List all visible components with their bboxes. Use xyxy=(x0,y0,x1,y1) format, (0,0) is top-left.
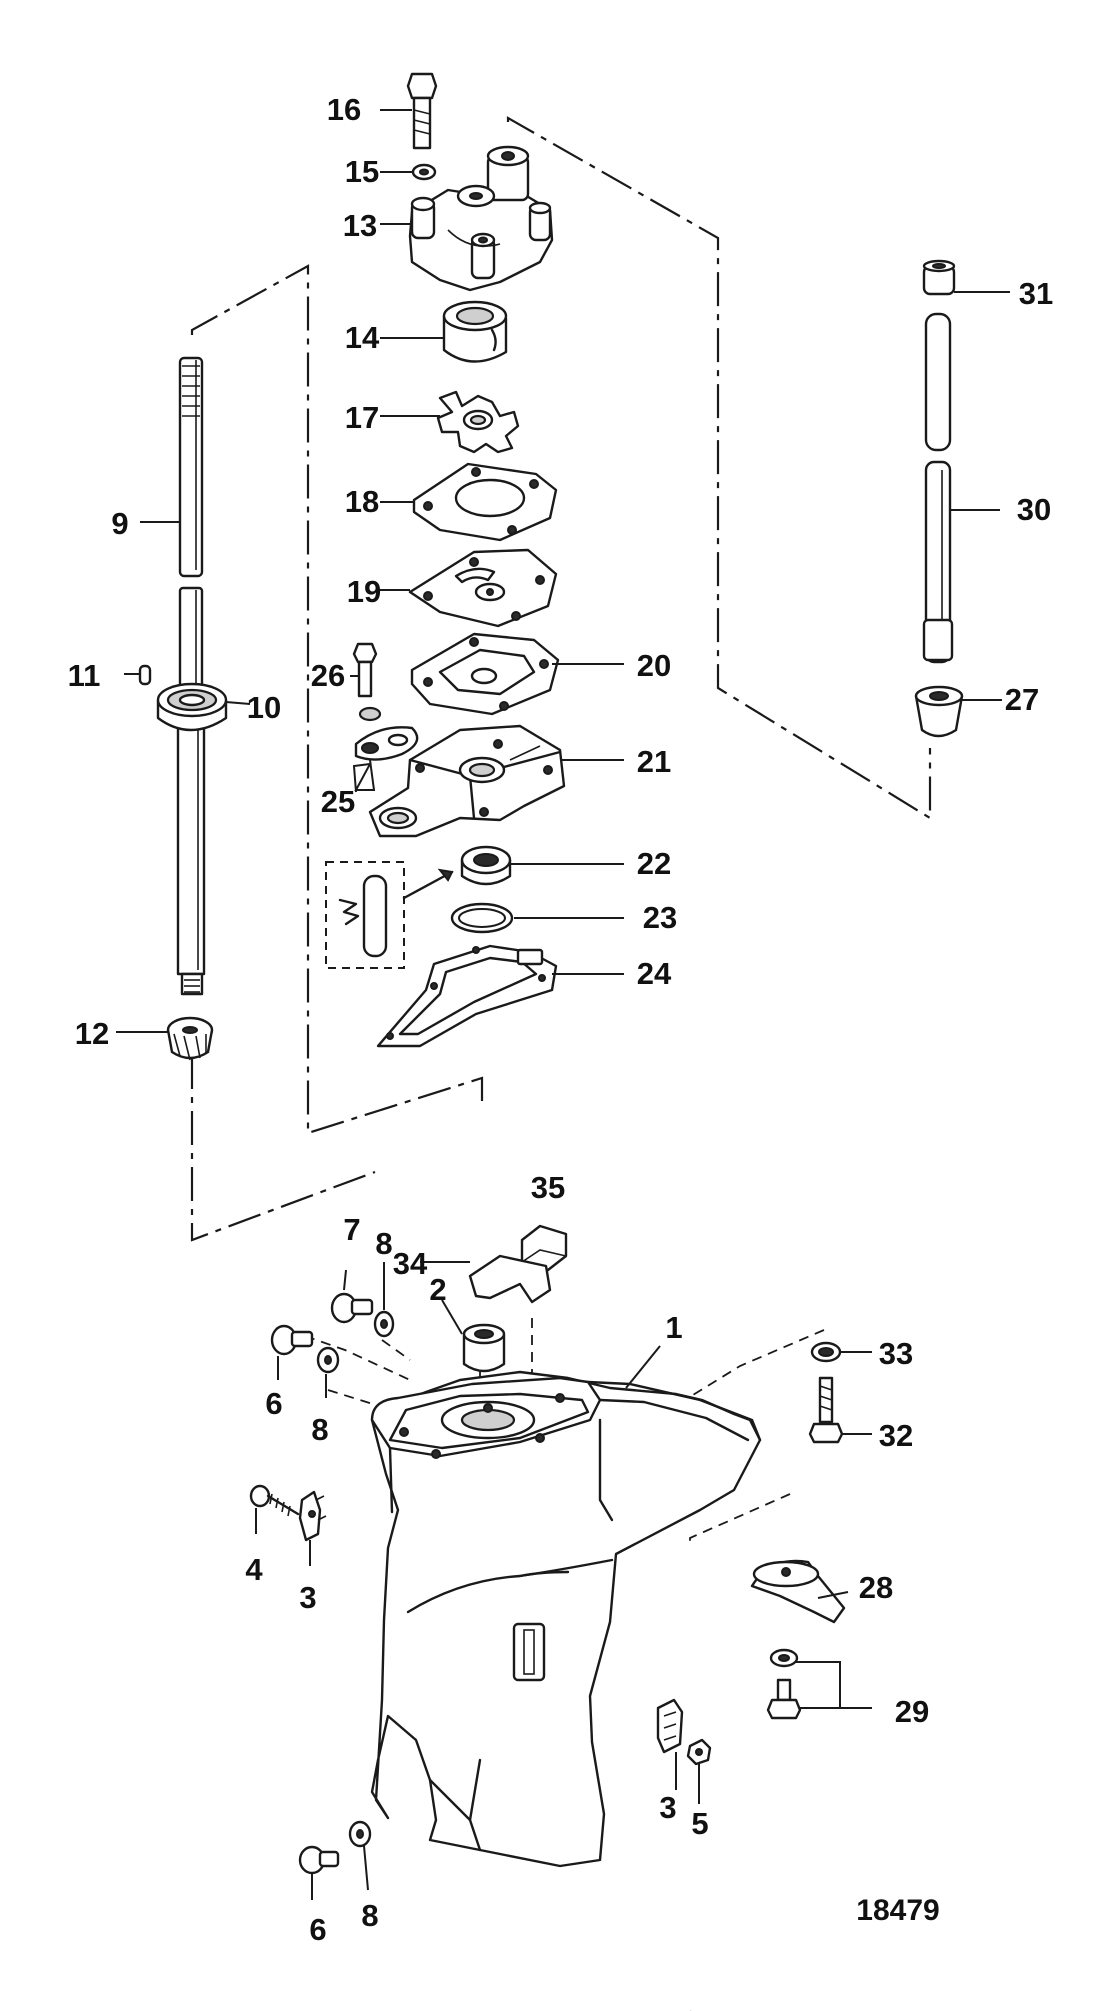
part-8-washer-c xyxy=(348,1820,372,1848)
detail-inset xyxy=(325,861,454,969)
part-11-pin xyxy=(138,664,152,686)
callout-8-b: 8 xyxy=(311,1412,328,1447)
part-9-drive-shaft-lower xyxy=(176,586,206,996)
part-2-bushing xyxy=(462,1323,506,1373)
callout-26: 26 xyxy=(311,658,345,693)
part-31-grommet xyxy=(922,259,956,296)
part-30-water-tube xyxy=(922,312,954,664)
callout-5: 5 xyxy=(691,1806,708,1841)
callout-9: 9 xyxy=(111,506,128,541)
callout-10: 10 xyxy=(247,690,281,725)
callout-33: 33 xyxy=(879,1336,913,1371)
part-5-nut xyxy=(686,1738,712,1766)
callout-15: 15 xyxy=(345,154,379,189)
part-3-clip-a xyxy=(298,1490,327,1542)
callout-34: 34 xyxy=(393,1246,428,1281)
callout-21: 21 xyxy=(637,744,671,779)
callout-labels: 16 15 13 14 17 18 19 20 21 22 23 24 25 2… xyxy=(68,92,1054,1947)
callout-2: 2 xyxy=(429,1272,446,1307)
callout-1: 1 xyxy=(665,1310,682,1345)
part-17-impeller xyxy=(436,390,520,454)
part-34-bracket xyxy=(468,1254,552,1304)
callout-32: 32 xyxy=(879,1418,913,1453)
callout-22: 22 xyxy=(637,846,671,881)
callout-31: 31 xyxy=(1019,276,1053,311)
part-7-screw xyxy=(330,1292,374,1324)
part-6-screw-b xyxy=(298,1845,340,1875)
callout-6-b: 6 xyxy=(309,1912,326,1947)
callout-13: 13 xyxy=(343,208,377,243)
part-8-washer-b xyxy=(316,1346,340,1374)
callout-7: 7 xyxy=(343,1212,360,1247)
part-25-washer xyxy=(354,706,419,761)
callout-6-a: 6 xyxy=(265,1386,282,1421)
part-29-washer-bolt xyxy=(766,1648,802,1720)
callout-11: 11 xyxy=(68,658,101,693)
callout-8-c: 8 xyxy=(361,1898,378,1933)
callout-28: 28 xyxy=(859,1570,893,1605)
part-33-washer xyxy=(810,1341,842,1363)
part-13-pump-housing xyxy=(408,145,554,292)
part-22-seal xyxy=(460,845,512,886)
callout-17: 17 xyxy=(345,400,379,435)
part-19-wear-plate xyxy=(408,548,558,628)
part-9-drive-shaft-upper xyxy=(178,356,204,578)
figure-number: 18479 xyxy=(856,1894,939,1927)
part-10-bearing xyxy=(156,682,228,732)
part-23-o-ring xyxy=(450,902,514,934)
part-4-screw xyxy=(249,1484,300,1517)
part-28-trim-tab xyxy=(750,1559,846,1624)
callout-16: 16 xyxy=(327,92,361,127)
part-21-pump-base xyxy=(368,724,566,838)
leader-lines xyxy=(116,109,1010,1900)
callout-4: 4 xyxy=(245,1552,263,1587)
callout-30: 30 xyxy=(1017,492,1051,527)
callout-23: 23 xyxy=(643,900,677,935)
part-8-washer-a xyxy=(373,1310,395,1338)
part-32-bolt xyxy=(808,1376,844,1444)
callout-3-b: 3 xyxy=(659,1790,676,1825)
part-15-washer xyxy=(411,163,437,181)
part-6-screw-a xyxy=(270,1324,314,1356)
part-1-gearcase-housing xyxy=(370,1370,762,1868)
part-27-grommet xyxy=(914,685,964,738)
callout-25: 25 xyxy=(321,784,355,819)
part-14-pump-insert xyxy=(442,300,508,363)
callout-29: 29 xyxy=(895,1694,929,1729)
callout-14: 14 xyxy=(345,320,380,355)
callout-24: 24 xyxy=(637,956,672,991)
callout-18: 18 xyxy=(345,484,379,519)
callout-20: 20 xyxy=(637,648,671,683)
part-3-clip-b xyxy=(656,1698,684,1754)
callout-19: 19 xyxy=(347,574,381,609)
part-26-bolt xyxy=(352,642,378,698)
part-20-gasket xyxy=(410,632,560,716)
callout-8-a: 8 xyxy=(375,1226,392,1261)
part-18-gasket xyxy=(412,462,558,542)
part-24-gasket xyxy=(376,944,558,1048)
part-12-pinion-gear xyxy=(166,1016,214,1061)
callout-12: 12 xyxy=(75,1016,109,1051)
callout-3-a: 3 xyxy=(299,1580,316,1615)
callout-35: 35 xyxy=(531,1170,565,1205)
callout-27: 27 xyxy=(1005,682,1039,717)
part-16-bolt xyxy=(406,72,438,150)
